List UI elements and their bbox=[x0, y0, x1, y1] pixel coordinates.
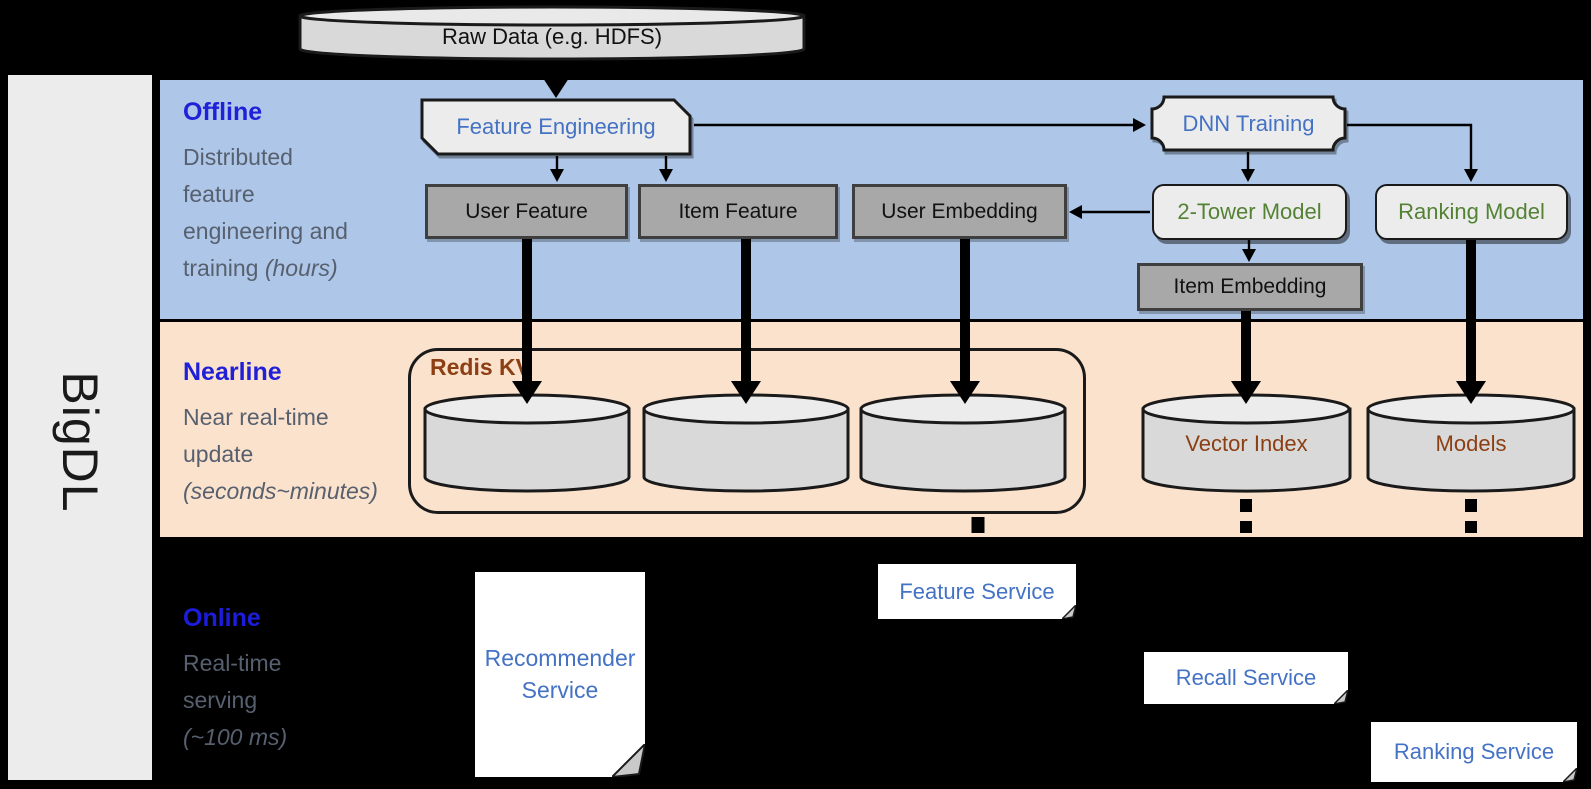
redis-cylinder-3-shape bbox=[859, 393, 1067, 493]
vector-index-cylinder-shape bbox=[1141, 393, 1352, 493]
feature-service-fold-icon bbox=[1062, 605, 1076, 619]
ranking-model-label: Ranking Model bbox=[1398, 199, 1545, 224]
user-embedding-label: User Embedding bbox=[881, 199, 1038, 223]
user-feature-node: User Feature bbox=[425, 184, 628, 239]
offline-subtitle-line1: Distributed bbox=[183, 144, 293, 170]
two-tower-model-label: 2-Tower Model bbox=[1177, 199, 1322, 224]
raw-data-cylinder-shape bbox=[298, 5, 806, 61]
online-subtitle-line3: (~100 ms) bbox=[183, 719, 433, 756]
user-embedding-node: User Embedding bbox=[852, 184, 1067, 239]
nearline-subtitle-line1: Near real-time bbox=[183, 404, 329, 430]
vector-index-label: Vector Index bbox=[1185, 431, 1308, 457]
nearline-subtitle-italic: (seconds~minutes) bbox=[183, 478, 378, 504]
online-subtitle-line2: serving bbox=[183, 687, 258, 713]
bigdl-logo: BigDL bbox=[52, 371, 108, 513]
online-subtitle-line1: Real-time bbox=[183, 650, 282, 676]
offline-subtitle-plain: training bbox=[183, 255, 265, 281]
ranking-service-label: Ranking Service bbox=[1371, 722, 1577, 782]
item-embedding-label: Item Embedding bbox=[1173, 275, 1327, 298]
ranking-service-fold-icon bbox=[1563, 768, 1577, 782]
online-title: Online bbox=[183, 604, 261, 632]
redis-cylinder-2 bbox=[641, 392, 851, 495]
online-subtitle-italic: (~100 ms) bbox=[183, 724, 288, 750]
recall-service-fold-icon bbox=[1334, 690, 1348, 704]
brand-sidebar: BigDL bbox=[8, 75, 152, 780]
user-feature-label: User Feature bbox=[465, 199, 588, 223]
feature-service-node: Feature Service bbox=[878, 564, 1076, 619]
redis-cylinder-3 bbox=[858, 392, 1068, 495]
offline-subtitle-line3: engineering and bbox=[183, 218, 348, 244]
nearline-subtitle-line3: (seconds~minutes) bbox=[183, 473, 433, 510]
dnn-training-node: DNN Training bbox=[1150, 95, 1347, 152]
nearline-heading: Nearline Near real-time update (seconds~… bbox=[183, 358, 433, 510]
online-heading: Online Real-time serving (~100 ms) bbox=[183, 604, 433, 756]
item-feature-label: Item Feature bbox=[678, 199, 798, 223]
raw-data-store: Raw Data (e.g. HDFS) bbox=[297, 4, 807, 62]
feature-engineering-node: Feature Engineering bbox=[420, 98, 692, 156]
redis-kv-label: Redis KV bbox=[430, 354, 531, 380]
nearline-subtitle-line2: update bbox=[183, 441, 254, 467]
item-embedding-node: Item Embedding bbox=[1137, 263, 1363, 311]
offline-title: Offline bbox=[183, 98, 263, 126]
models-store: Models bbox=[1365, 392, 1577, 495]
redis-cylinder-1 bbox=[422, 392, 632, 495]
two-tower-model-node: 2-Tower Model bbox=[1152, 184, 1347, 240]
recommender-service-label: Recommender Service bbox=[475, 572, 645, 777]
item-feature-node: Item Feature bbox=[638, 184, 838, 239]
dnn-training-shape bbox=[1150, 95, 1347, 152]
offline-subtitle-italic: (hours) bbox=[264, 255, 338, 281]
redis-cylinder-2-shape bbox=[642, 393, 850, 493]
feature-engineering-shape bbox=[420, 98, 692, 156]
offline-subtitle-line2: feature bbox=[183, 181, 255, 207]
dnn-training-label: DNN Training bbox=[1182, 110, 1315, 136]
offline-subtitle: Distributed feature engineering and trai… bbox=[183, 139, 433, 287]
nearline-subtitle: Near real-time update (seconds~minutes) bbox=[183, 399, 433, 510]
offline-subtitle-line4: training (hours) bbox=[183, 250, 433, 287]
recall-service-label: Recall Service bbox=[1144, 652, 1348, 704]
recommender-service-node: Recommender Service bbox=[475, 572, 645, 777]
feature-engineering-label: Feature Engineering bbox=[456, 114, 656, 139]
models-cylinder-shape bbox=[1366, 393, 1576, 493]
offline-heading: Offline Distributed feature engineering … bbox=[183, 98, 433, 287]
vector-index-store: Vector Index bbox=[1140, 392, 1353, 495]
recommender-service-fold-icon bbox=[612, 744, 645, 777]
online-subtitle: Real-time serving (~100 ms) bbox=[183, 645, 433, 756]
recall-service-node: Recall Service bbox=[1144, 652, 1348, 704]
raw-data-label: Raw Data (e.g. HDFS) bbox=[441, 24, 663, 49]
ranking-model-node: Ranking Model bbox=[1375, 184, 1568, 240]
feature-service-label: Feature Service bbox=[878, 564, 1076, 619]
models-label: Models bbox=[1435, 431, 1507, 457]
nearline-title: Nearline bbox=[183, 358, 282, 386]
dashed-arrowhead-feature-service bbox=[959, 538, 997, 560]
ranking-service-node: Ranking Service bbox=[1371, 722, 1577, 782]
redis-cylinder-1-shape bbox=[423, 393, 631, 493]
